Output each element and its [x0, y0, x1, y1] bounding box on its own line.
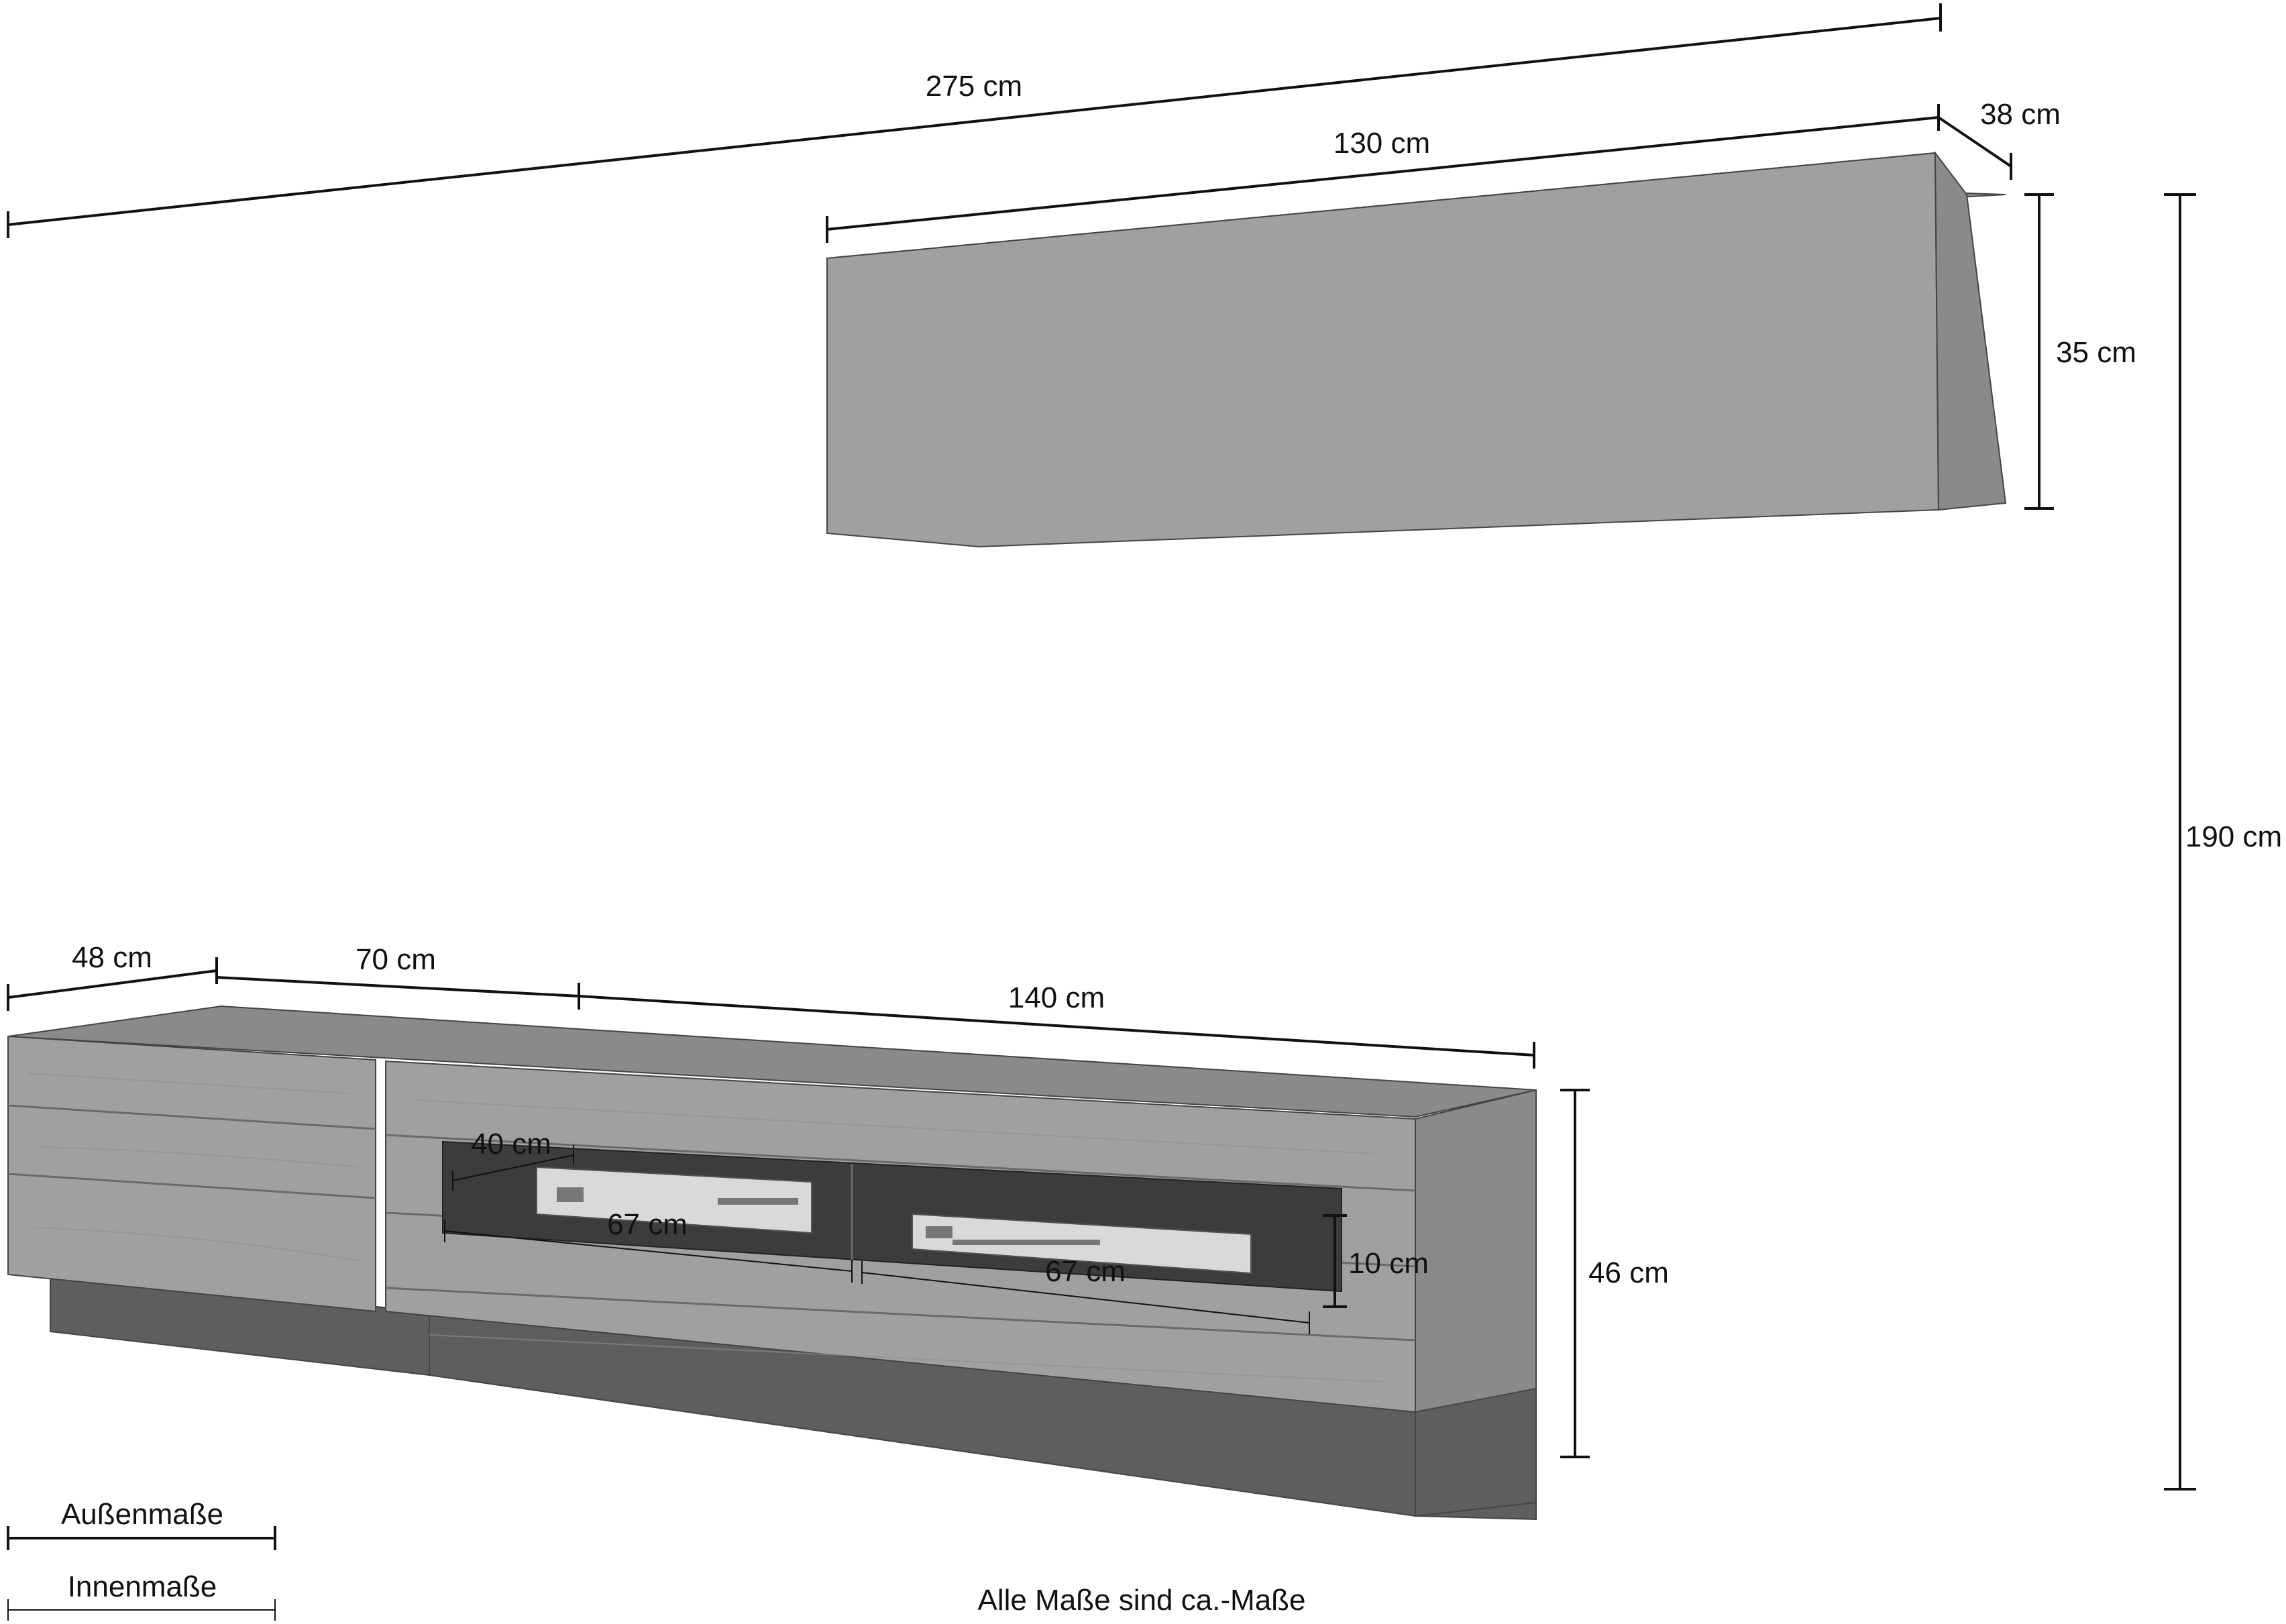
- lowboard-grain-1: [26, 1073, 349, 1094]
- dim-left-section-width: 70 cm: [216, 943, 580, 1010]
- dim-lowboard-height: 46 cm: [1560, 1089, 1669, 1458]
- wall-unit-front-face: [826, 152, 1940, 548]
- lowboard: [7, 1005, 1537, 1521]
- dim-inner-depth: 40 cm: [452, 1128, 574, 1191]
- dim-inner-height: 10 cm: [1323, 1214, 1429, 1308]
- dim-wall-unit-depth: 38 cm: [1937, 98, 2061, 180]
- legend: Außenmaße Innenmaße: [7, 1498, 276, 1621]
- dim-lowboard-height-label: 46 cm: [1588, 1256, 1669, 1289]
- lowboard-right-groove-3: [385, 1287, 1416, 1342]
- dim-wall-unit-height: 35 cm: [2024, 193, 2136, 510]
- dvd-player-device: [912, 1213, 1252, 1275]
- lowboard-left-groove-1: [7, 1104, 376, 1130]
- dim-wall-unit-height-label: 35 cm: [2056, 336, 2136, 369]
- lowboard-left-front: [7, 1035, 376, 1313]
- dim-right-section-width: 140 cm: [578, 981, 1535, 1069]
- dim-inner-width-left: 67 cm: [444, 1208, 853, 1283]
- dim-total-width: 275 cm: [7, 3, 1942, 238]
- dim-wall-unit-depth-label: 38 cm: [1980, 98, 2061, 131]
- dim-wall-unit-width-label: 130 cm: [1334, 127, 1430, 160]
- footnote: Alle Maße sind ca.-Maße: [977, 1584, 1305, 1617]
- dim-inner-width-left-label: 67 cm: [607, 1208, 688, 1241]
- dim-wall-unit-width: 130 cm: [826, 104, 1940, 243]
- dim-lowboard-depth: 48 cm: [7, 941, 218, 1011]
- wall-unit-side-face: [1934, 150, 2007, 511]
- dim-total-width-label: 275 cm: [926, 70, 1022, 103]
- dim-inner-width-right: 67 cm: [861, 1255, 1310, 1334]
- legend-inner-label: Innenmaße: [68, 1570, 217, 1603]
- lowboard-left-groove-2: [7, 1173, 376, 1199]
- lowboard-right-groove-1: [385, 1134, 1416, 1192]
- legend-outer-label: Außenmaße: [61, 1498, 223, 1531]
- dim-inner-width-right-label: 67 cm: [1045, 1255, 1126, 1288]
- lowboard-grain-3: [33, 1227, 363, 1262]
- lowboard-side-face: [1415, 1089, 1537, 1413]
- dim-lowboard-depth-label: 48 cm: [72, 941, 152, 974]
- wall-unit: [825, 150, 2007, 548]
- dim-overall-height: 190 cm: [2164, 193, 2282, 1491]
- av-receiver-device: [536, 1166, 812, 1234]
- lowboard-grain-2: [40, 1146, 363, 1168]
- dim-overall-height-label: 190 cm: [2185, 820, 2282, 853]
- dim-inner-height-label: 10 cm: [1348, 1247, 1429, 1280]
- dim-inner-depth-label: 40 cm: [471, 1128, 551, 1160]
- dim-right-section-width-label: 140 cm: [1008, 981, 1105, 1014]
- dim-left-section-width-label: 70 cm: [356, 943, 436, 976]
